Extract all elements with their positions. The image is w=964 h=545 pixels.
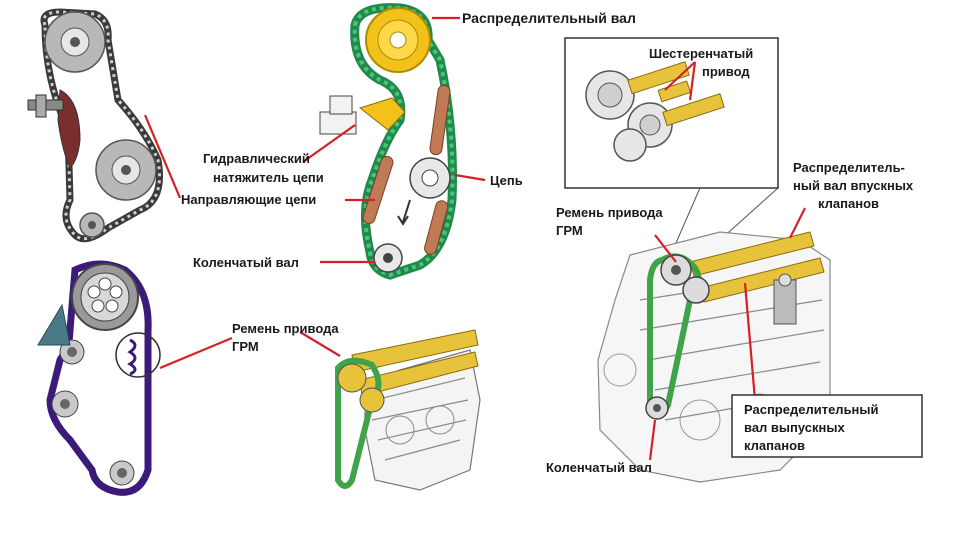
pointer-chain bbox=[454, 173, 486, 182]
hydraulic-tensioner-body bbox=[319, 111, 357, 135]
label-intake-cam-1: Распределитель- bbox=[793, 160, 905, 175]
exhaust-cam-label-box bbox=[731, 394, 923, 458]
guide-rail-right-upper bbox=[429, 84, 451, 156]
belt-detail-circle bbox=[115, 332, 161, 378]
gear-drive-illustration bbox=[585, 61, 725, 162]
camshaft-middle-2 bbox=[359, 351, 479, 397]
green-chain-drive bbox=[319, 3, 457, 280]
pointer-crankshaft-right bbox=[648, 419, 657, 461]
belt-cover-fragment bbox=[37, 303, 71, 346]
label-gear-drive-2: привод bbox=[702, 64, 750, 79]
pointer-tensioner bbox=[302, 124, 356, 163]
purple-belt-drive bbox=[37, 260, 161, 496]
gray-chain-drive bbox=[27, 8, 163, 243]
label-intake-cam-3: клапанов bbox=[818, 196, 879, 211]
label-crankshaft-right: Коленчатый вал bbox=[546, 460, 652, 475]
guide-rail-right-lower bbox=[424, 200, 449, 255]
label-chain: Цепь bbox=[490, 173, 523, 188]
tensioner-arm bbox=[358, 97, 406, 131]
label-intake-cam-2: ный вал впускных bbox=[793, 178, 914, 193]
piston bbox=[773, 279, 797, 325]
pointer-guides-left bbox=[143, 114, 182, 199]
pointer-belt-left bbox=[159, 336, 233, 370]
guide-rail-left bbox=[362, 155, 394, 225]
label-crankshaft-middle: Коленчатый вал bbox=[193, 255, 299, 270]
label-camshaft-top: Распределительный вал bbox=[462, 10, 636, 26]
label-belt-right-1: Ремень привода bbox=[556, 205, 663, 220]
pointer-belt-middle bbox=[299, 331, 341, 357]
pointer-exhaust-cam bbox=[743, 282, 757, 401]
label-gear-drive-1: Шестеренчатый bbox=[649, 46, 753, 61]
pointer-gear-drive-1 bbox=[664, 61, 696, 91]
label-exhaust-cam-3: клапанов bbox=[744, 438, 805, 453]
label-belt-middle-2: ГРМ bbox=[232, 339, 259, 354]
label-exhaust-cam-1: Распределительный bbox=[744, 402, 879, 417]
label-guide-chains: Направляющие цепи bbox=[181, 192, 316, 207]
pointer-intake-cam bbox=[789, 207, 806, 239]
engine-belt-drive-middle bbox=[335, 329, 481, 491]
intake-camshaft bbox=[689, 231, 815, 277]
pointer-gear-drive-2 bbox=[688, 61, 697, 101]
label-exhaust-cam-2: вал выпускных bbox=[744, 420, 845, 435]
label-tensioner-2: натяжитель цепи bbox=[213, 170, 324, 185]
pointer-belt-right bbox=[654, 234, 677, 263]
label-belt-middle-1: Ремень привода bbox=[232, 321, 339, 336]
label-tensioner-1: Гидравлический bbox=[203, 151, 310, 166]
label-belt-right-2: ГРМ bbox=[556, 223, 583, 238]
